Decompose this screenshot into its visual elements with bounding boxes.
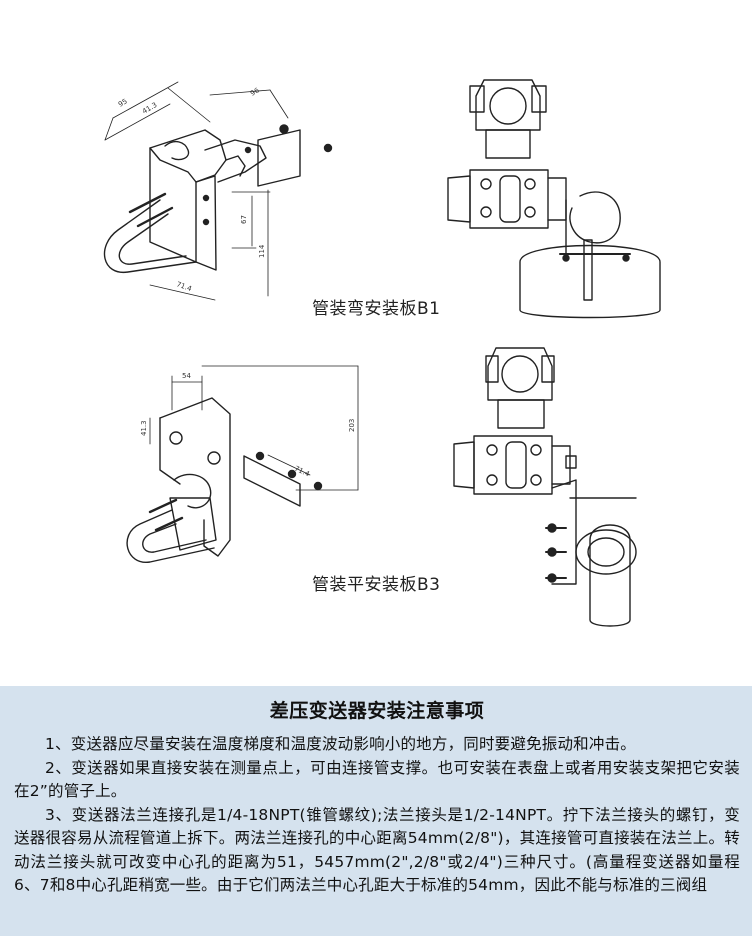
- note-paragraph: 2、变送器如果直接安装在测量点上，可由连接管支撑。也可安装在表盘上或者用安装支架…: [14, 758, 740, 801]
- dim-label: 41.3: [141, 101, 159, 116]
- bent-bracket-drawing: [103, 81, 333, 301]
- transmitter-b1-drawing: [447, 79, 661, 319]
- dim-label: 71.4: [293, 465, 311, 479]
- notes-title: 差压变送器安装注意事项: [269, 700, 485, 722]
- dim-label: 114: [258, 244, 266, 258]
- dim-label: 54: [182, 372, 191, 380]
- figure-caption-b1: 管装弯安装板B1: [312, 299, 441, 319]
- transmitter-b3-drawing: [453, 347, 637, 627]
- dim-label: 203: [348, 419, 356, 432]
- dim-label: 67: [240, 215, 248, 224]
- dim-label: 95: [117, 97, 129, 108]
- note-paragraph: 3、变送器法兰连接孔是1/4-18NPT(锥管螺纹);法兰接头是1/2-14NP…: [14, 805, 740, 895]
- figure-caption-b3: 管装平安装板B3: [312, 575, 441, 595]
- figure-area: 95 41.3 96 67 114 71.4: [103, 79, 661, 627]
- installation-notes-panel: 差压变送器安装注意事项 1、变送器应尽量安装在温度梯度和温度波动影响小的地方，同…: [0, 686, 752, 936]
- flat-bracket-drawing: [126, 365, 359, 563]
- dim-label: 96: [249, 86, 261, 98]
- dim-label: 41.3: [140, 420, 148, 436]
- note-paragraph: 1、变送器应尽量安装在温度梯度和温度波动影响小的地方，同时要避免振动和冲击。: [45, 735, 636, 753]
- installation-drawings: 95 41.3 96 67 114 71.4: [103, 79, 661, 627]
